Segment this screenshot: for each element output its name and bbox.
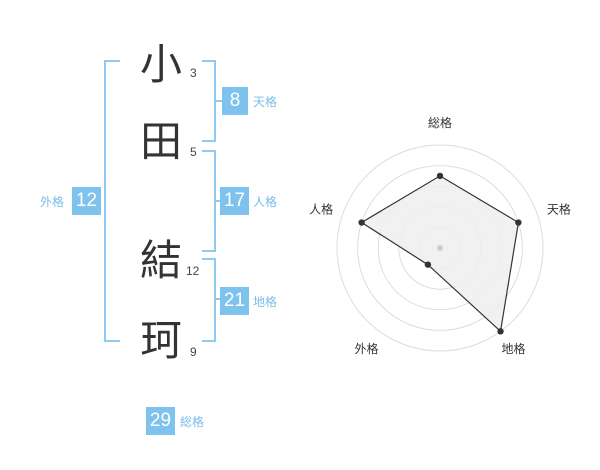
jinkaku-connector	[216, 200, 222, 202]
radar-point-3	[497, 328, 504, 335]
radar-center	[437, 245, 443, 251]
name-char-2: 田	[140, 117, 183, 166]
chikaku-value: 21	[220, 287, 249, 315]
jinkaku-bracket	[202, 150, 216, 252]
soukaku-label: 総格	[180, 415, 205, 429]
radar-axis-label-3: 地格	[501, 341, 525, 356]
radar-axis-label-1: 総格	[428, 115, 452, 130]
radar-point-4	[424, 261, 432, 268]
soukaku-value: 29	[146, 407, 175, 435]
tenkaku-value: 8	[222, 87, 248, 115]
jinkaku-label: 人格	[253, 195, 278, 209]
chikaku-connector	[216, 298, 222, 300]
stroke-count-2: 5	[190, 145, 197, 159]
gaikaku-value: 12	[72, 187, 101, 215]
tenkaku-label: 天格	[253, 95, 278, 109]
tenkaku-connector	[216, 100, 222, 102]
radar-polygon	[360, 175, 520, 333]
gaikaku-label: 外格	[40, 195, 65, 209]
radar-axis-label-5: 人格	[309, 201, 333, 216]
gaikaku-bracket	[104, 60, 120, 342]
radar-axis-label-4: 外格	[355, 341, 379, 356]
radar-point-1	[436, 172, 444, 180]
stroke-count-4: 9	[190, 345, 197, 359]
radar-point-2	[515, 219, 522, 226]
name-char-1: 小	[140, 40, 183, 89]
stroke-count-1: 3	[190, 66, 197, 80]
radar-ring-5	[336, 144, 544, 352]
jinkaku-value: 17	[220, 187, 249, 215]
radar-ring-4	[357, 165, 523, 331]
name-char-3: 結	[140, 236, 183, 285]
stroke-count-3: 12	[186, 264, 200, 278]
name-char-4: 珂	[140, 316, 183, 365]
tenkaku-bracket	[202, 60, 216, 142]
radar-axis-label-2: 天格	[547, 201, 571, 216]
radar-point-5	[358, 219, 365, 226]
chikaku-bracket	[202, 258, 216, 342]
chikaku-label: 地格	[253, 295, 278, 309]
